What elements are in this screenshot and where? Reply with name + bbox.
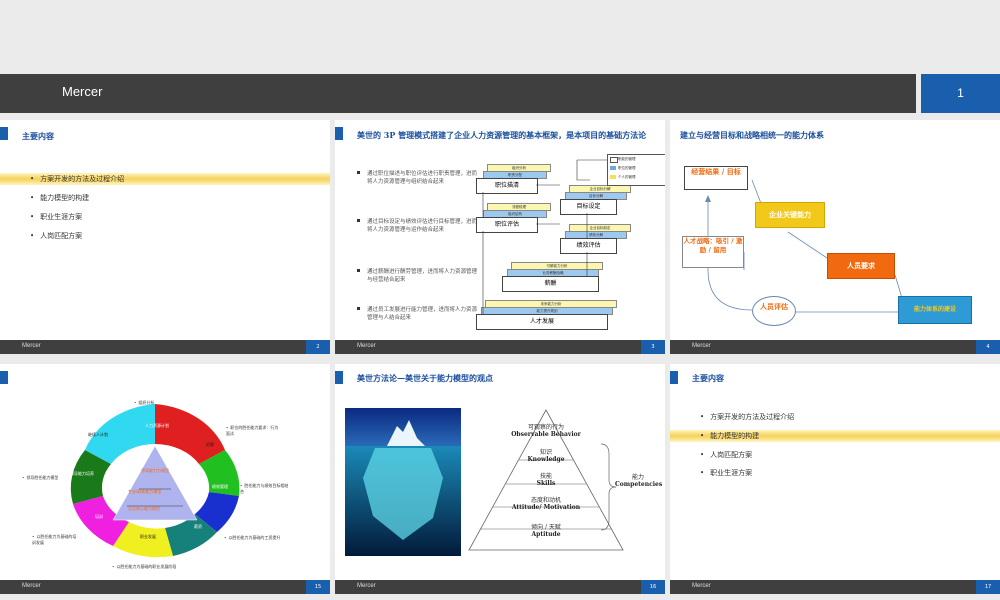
agenda-item: 能力模型的构建: [700, 431, 759, 441]
left-talent-strategy: 人才战略：吸引 / 激励 / 留用: [682, 236, 744, 268]
center-model: 专业/职能能力模型: [128, 489, 162, 494]
iceberg-image: [345, 408, 461, 556]
method-paragraph: 通过员工发展进行能力管理，进而将人力资源管理与人结合起来: [357, 306, 482, 322]
slide-thumbnail-2[interactable]: 主要内容 方案开发的方法及过程介绍 能力模型的构建 职业生涯方案 人岗匹配方案 …: [0, 120, 330, 354]
slide-thumbnail-17[interactable]: 主要内容 方案开发的方法及过程介绍 能力模型的构建 人岗匹配方案 职业生涯方案 …: [670, 364, 1000, 594]
title-marker: [0, 127, 8, 140]
slide-title: 主要内容: [692, 373, 724, 383]
mercer-logo: Mercer: [62, 84, 103, 99]
title-marker: [670, 371, 678, 384]
slide-title: 主要内容: [22, 131, 54, 141]
competency-pyramid: [468, 409, 624, 551]
slide-page-number: 3: [641, 340, 665, 354]
slide-thumbnail-3[interactable]: 美世的 3P 管理模式搭建了企业人力资源管理的基本框架，是本项目的基础方法论 通…: [335, 120, 665, 354]
agenda-item: 人岗匹配方案: [700, 450, 752, 460]
box-capability-system: 能力体系的建设: [898, 296, 972, 324]
title-marker: [0, 371, 8, 384]
box-job-description: 职位描清: [476, 178, 538, 194]
slide-title: 美世的 3P 管理模式搭建了企业人力资源管理的基本框架，是本项目的基础方法论: [357, 130, 647, 140]
wheel-label: 职业发展: [140, 534, 156, 539]
agenda-item: 能力模型的构建: [30, 193, 89, 203]
method-paragraph: 通过目标设定与绩效评估进行目标管理，进而将人力资源管理与运作结合起来: [357, 218, 482, 234]
slide-page-number: 17: [976, 580, 1000, 594]
hr-cycle-wheel: [70, 404, 240, 558]
agenda-item: 方案开发的方法及过程介绍: [30, 174, 124, 184]
slide-page-number: 15: [306, 580, 330, 594]
presentation-header-bar: Mercer: [0, 74, 916, 113]
capability-cycle-arrows: [705, 179, 903, 313]
wheel-label: 人力资源计划: [145, 423, 169, 428]
agenda-item: 职业生涯方案: [700, 468, 752, 478]
oval-people-assessment: 人员评估: [752, 296, 796, 326]
wheel-label: 领导能力培养: [70, 471, 94, 476]
box-people-requirements: 人员要求: [827, 253, 895, 279]
wheel-label: 绩效管理: [212, 484, 228, 489]
box-business-goals: 经营结果 / 目标: [684, 166, 748, 190]
wheel-label: 薪资: [194, 524, 202, 529]
title-marker: [335, 127, 343, 140]
wheel-label: 继续人计划: [88, 432, 108, 437]
box-key-capabilities: 企业关键能力: [755, 202, 825, 228]
agenda-item: 职业生涯方案: [30, 212, 82, 222]
slide-title: 建立与经营目标和战略相统一的能力体系: [680, 130, 824, 140]
agenda-item: 人岗匹配方案: [30, 231, 82, 241]
slide-title: 美世方法论—美世关于能力模型的观点: [357, 373, 493, 383]
wheel-note: 组织分析: [134, 400, 154, 406]
flow-legend: 职能的管理 职位的管理 个人的管理: [607, 154, 665, 186]
page-number-box: 1: [921, 74, 1000, 113]
box-performance-eval: 绩效评估: [560, 238, 617, 254]
wheel-note: 以胜任能力为基础的工资提升: [224, 535, 284, 541]
title-marker: [335, 371, 343, 384]
method-paragraph: 通过职位描述与职位评估进行职责管理，进而将人力资源管理与组织结合起来: [357, 170, 482, 186]
slide-page-number: 16: [641, 580, 665, 594]
box-goal-setting: 目标设定: [560, 199, 617, 215]
wheel-note: 胜任能力与绩效目标相结合: [240, 483, 290, 495]
box-job-evaluation: 职位评估: [476, 217, 538, 233]
center-model: 领导能力力模型: [141, 468, 169, 473]
wheel-label: 招聘: [206, 442, 214, 447]
agenda-item: 方案开发的方法及过程介绍: [700, 412, 794, 422]
method-paragraph: 通过薪酬进行酬劳管理，进而将人力资源管理与经营结合起来: [357, 268, 482, 284]
slide-page-number: 4: [976, 340, 1000, 354]
box-talent-development: 人才发展: [476, 314, 608, 330]
wheel-note: 以胜任能力为基础的职业发展阶段: [112, 564, 232, 570]
wheel-note: 职位的胜任能力要求：行为面试: [226, 425, 282, 437]
slide-thumbnail-15[interactable]: 人力资源计划 招聘 绩效管理 薪资 职业发展 培训 领导能力培养 继续人计划 领…: [0, 364, 330, 594]
brace-icon: [600, 443, 617, 531]
center-model: 全员核心能力模型: [128, 506, 160, 511]
slide-thumbnail-4[interactable]: 建立与经营目标和战略相统一的能力体系 经营结果 / 目标 企业关键能力 人才战略…: [670, 120, 1000, 354]
wheel-label: 培训: [95, 514, 103, 519]
slide-page-number: 2: [306, 340, 330, 354]
wheel-note: 领导胜任能力模型: [22, 475, 70, 481]
wheel-note: 以胜任能力为基础的培训发展: [32, 534, 80, 546]
box-compensation: 薪酬: [502, 276, 599, 292]
